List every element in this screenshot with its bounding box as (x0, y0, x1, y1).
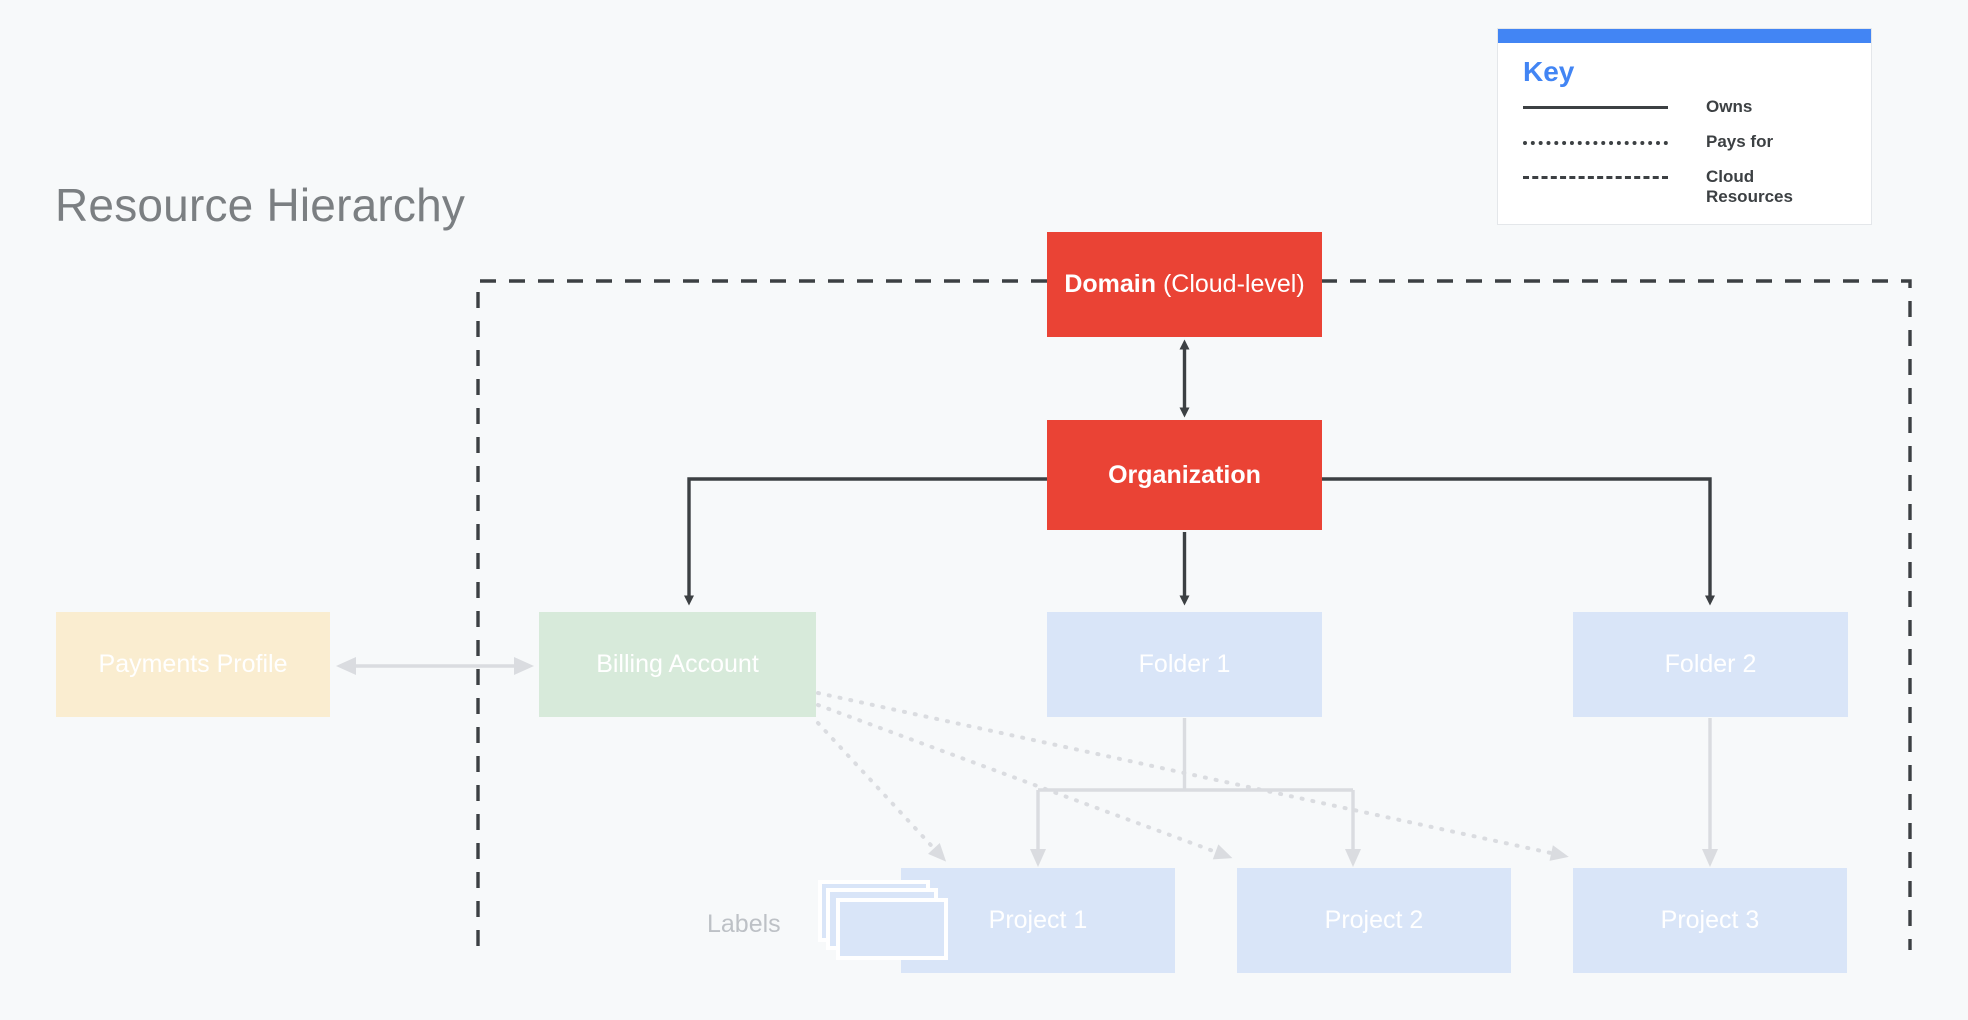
key-row-owns: Owns (1523, 97, 1849, 123)
page-title: Resource Hierarchy (55, 179, 466, 231)
key-heading: Key (1523, 56, 1575, 87)
key-row-cloud-resources: Cloud Resources (1523, 167, 1849, 208)
node-domain-label: Domain (Cloud-level) (1064, 270, 1304, 299)
node-project-1-label: Project 1 (988, 906, 1088, 934)
node-project-3[interactable]: Project 3 (1573, 868, 1847, 973)
key-label-owns: Owns (1706, 96, 1753, 116)
edge-billing-project3 (816, 691, 1569, 861)
node-domain[interactable]: Domain (Cloud-level) (1047, 232, 1322, 337)
node-payments-profile[interactable]: Payments Profile (56, 612, 330, 717)
edge-billing-project1 (816, 721, 947, 862)
key-accent-bar (1498, 29, 1871, 43)
key-label-pays-for: Pays for (1706, 131, 1774, 151)
node-domain-label-rest: (Cloud-level) (1156, 270, 1305, 298)
key-body: Key Owns Pays for Cloud Resources (1498, 43, 1871, 224)
edge-organization-folder2 (1322, 477, 1715, 606)
node-folder-2[interactable]: Folder 2 (1573, 612, 1848, 717)
node-project-2-label: Project 2 (1324, 906, 1424, 934)
edge-organization-billing (684, 477, 1047, 606)
node-billing-account[interactable]: Billing Account (539, 612, 816, 717)
node-organization-label: Organization (1108, 460, 1261, 489)
key-row-pays-for: Pays for (1523, 132, 1849, 158)
dotted-line-icon (1523, 132, 1668, 152)
edge-billing-project2 (816, 703, 1233, 860)
edge-folder1-bus (1038, 718, 1353, 792)
label-card (836, 898, 948, 960)
node-folder-1[interactable]: Folder 1 (1047, 612, 1322, 717)
labels-card-stack[interactable] (818, 880, 948, 970)
solid-line-icon (1523, 97, 1668, 117)
node-organization[interactable]: Organization (1047, 420, 1322, 530)
node-billing-account-label: Billing Account (596, 650, 759, 678)
node-project-3-label: Project 3 (1660, 906, 1760, 934)
key-label-cloud-resources: Cloud Resources (1706, 166, 1793, 207)
node-payments-profile-label: Payments Profile (98, 650, 288, 678)
node-folder-1-label: Folder 1 (1138, 650, 1231, 678)
node-domain-label-bold: Domain (1064, 270, 1156, 298)
labels-caption: Labels (707, 910, 781, 938)
node-project-2[interactable]: Project 2 (1237, 868, 1511, 973)
key-legend-panel: Key Owns Pays for Cloud Resources (1497, 28, 1872, 225)
dashed-line-icon (1523, 167, 1668, 187)
node-folder-2-label: Folder 2 (1664, 650, 1757, 678)
